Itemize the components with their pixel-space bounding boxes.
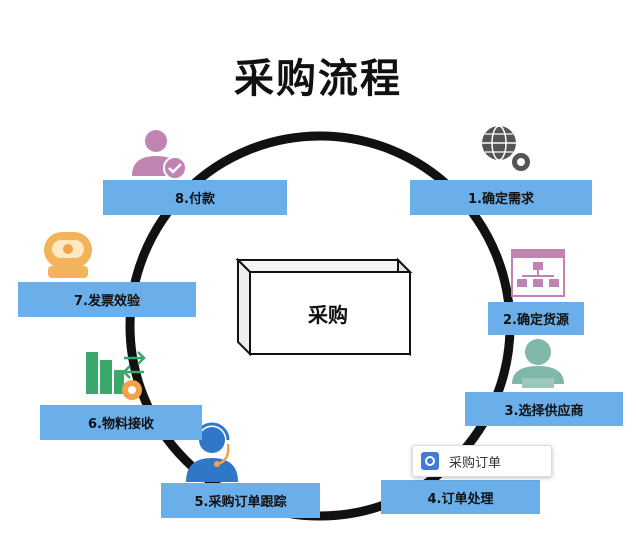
center-label: 采购	[308, 302, 348, 327]
settings-app-icon	[421, 452, 439, 470]
purchase-order-card: 采购订单	[412, 445, 552, 477]
step-3-select-supplier: 3.选择供应商	[465, 392, 623, 426]
robot-head-icon	[44, 232, 92, 278]
person-check-icon	[132, 130, 187, 180]
step-5-order-tracking: 5.采购订单跟踪	[161, 483, 320, 518]
step-6-material-receipt: 6.物料接收	[40, 405, 202, 440]
step-7-invoice-verification: 7.发票效验	[18, 282, 196, 317]
purchase-order-label: 采购订单	[449, 455, 502, 471]
factory-gear-icon	[86, 351, 146, 400]
globe-gear-icon	[482, 125, 532, 173]
page-title: 采购流程	[234, 56, 402, 102]
headset-agent-icon	[186, 422, 238, 482]
step-1-determine-demand: 1.确定需求	[410, 180, 592, 215]
person-computer-icon	[512, 339, 564, 388]
center-box	[235, 257, 413, 357]
step-4-order-processing: 4.订单处理	[381, 480, 540, 514]
org-chart-icon	[511, 249, 565, 297]
step-8-payment: 8.付款	[103, 180, 287, 215]
step-2-determine-source: 2.确定货源	[488, 302, 584, 335]
